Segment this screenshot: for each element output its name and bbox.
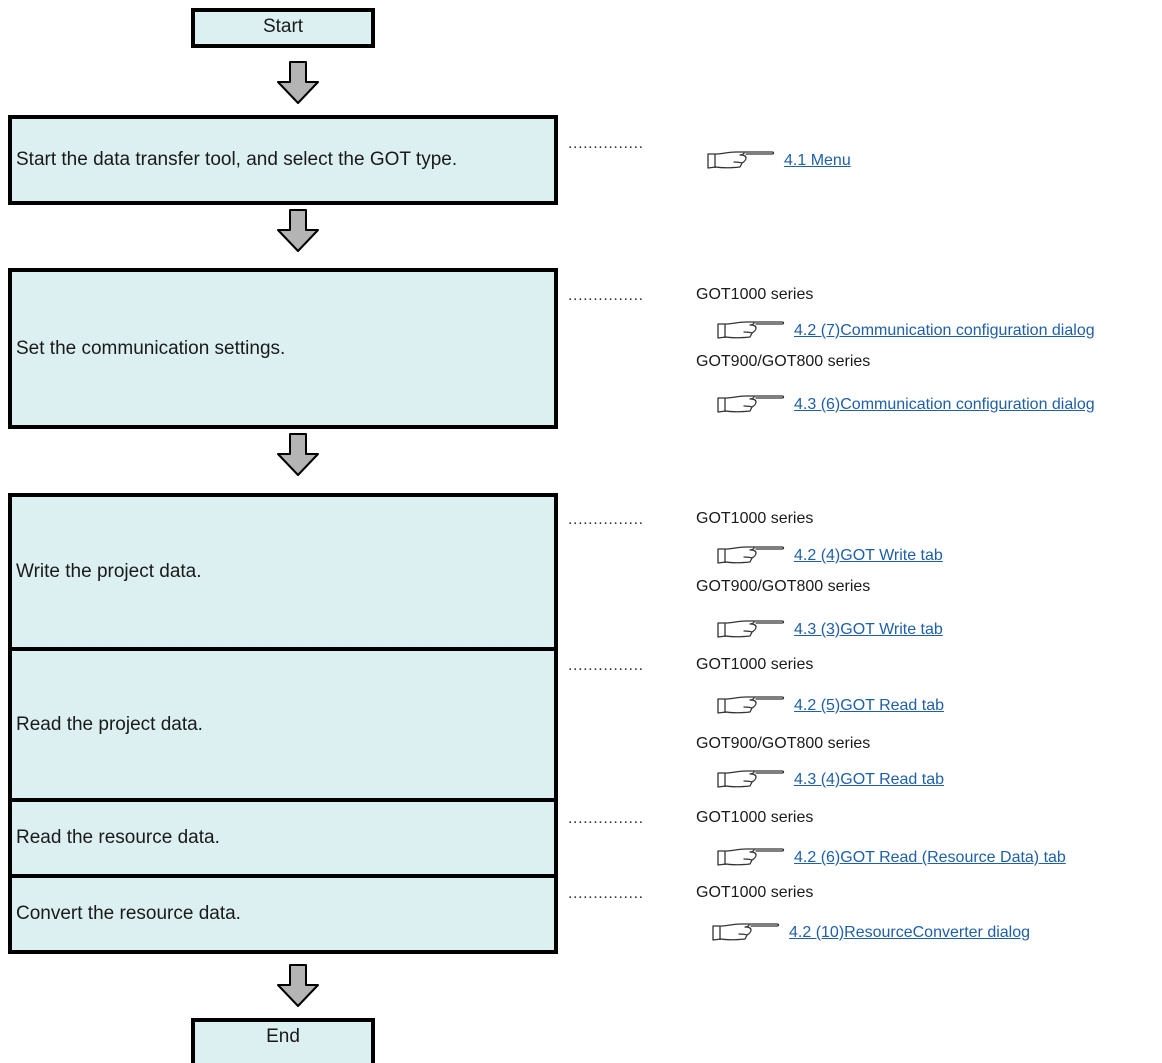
series-label: GOT1000 series [696, 884, 814, 901]
leader-dots: ............... [568, 511, 644, 528]
leader-dots: ............... [568, 135, 644, 152]
step-write-project-text: Write the project data. [16, 561, 202, 582]
leader-dots: ............... [568, 287, 644, 304]
link-write-got1000[interactable]: 4.2 (4)GOT Write tab [794, 547, 943, 564]
step-read-project-text: Read the project data. [16, 713, 203, 735]
link-read-got1000[interactable]: 4.2 (5)GOT Read tab [794, 697, 944, 714]
reference-read-resource: 4.2 (6)GOT Read (Resource Data) tab [716, 848, 1066, 868]
down-arrow-icon [275, 963, 321, 1009]
reference-write-got900: 4.3 (3)GOT Write tab [716, 620, 943, 640]
series-label: GOT900/GOT800 series [696, 578, 871, 595]
reference-comm-got900: 4.3 (6)Communication configuration dialo… [716, 395, 1095, 415]
link-write-got900[interactable]: 4.3 (3)GOT Write tab [794, 621, 943, 638]
link-menu[interactable]: 4.1 Menu [784, 152, 851, 169]
reference-read-got1000: 4.2 (5)GOT Read tab [716, 696, 944, 716]
step-start-tool: Start the data transfer tool, and select… [8, 115, 558, 205]
link-read-got900[interactable]: 4.3 (4)GOT Read tab [794, 771, 944, 788]
step-start-tool-text: Start the data transfer tool, and select… [16, 149, 458, 170]
pointing-hand-icon [716, 321, 786, 341]
pointing-hand-icon [706, 151, 776, 171]
step-read-resource: Read the resource data. [8, 798, 558, 878]
series-label: GOT900/GOT800 series [696, 353, 871, 370]
reference-read-got900: 4.3 (4)GOT Read tab [716, 770, 944, 790]
series-label: GOT1000 series [696, 510, 814, 527]
end-node: End [191, 1018, 375, 1063]
reference-write-got1000: 4.2 (4)GOT Write tab [716, 546, 943, 566]
down-arrow-icon [275, 432, 321, 478]
link-comm-got1000[interactable]: 4.2 (7)Communication configuration dialo… [794, 322, 1095, 339]
pointing-hand-icon [716, 770, 786, 790]
reference-convert-resource: 4.2 (10)ResourceConverter dialog [711, 923, 1030, 943]
reference-menu: 4.1 Menu [706, 151, 851, 171]
reference-comm-got1000: 4.2 (7)Communication configuration dialo… [716, 321, 1095, 341]
leader-dots: ............... [568, 885, 644, 902]
step-convert-resource-text: Convert the resource data. [16, 903, 241, 924]
pointing-hand-icon [711, 923, 781, 943]
step-read-resource-text: Read the resource data. [16, 827, 220, 848]
down-arrow-icon [275, 60, 321, 106]
leader-dots: ............... [568, 810, 644, 827]
down-arrow-icon [275, 208, 321, 254]
link-comm-got900[interactable]: 4.3 (6)Communication configuration dialo… [794, 396, 1095, 413]
link-read-resource[interactable]: 4.2 (6)GOT Read (Resource Data) tab [794, 849, 1066, 866]
pointing-hand-icon [716, 546, 786, 566]
series-label: GOT1000 series [696, 809, 814, 826]
series-label: GOT1000 series [696, 656, 814, 673]
step-read-project: Read the project data. [8, 647, 558, 802]
step-write-project: Write the project data. [8, 493, 558, 651]
step-convert-resource: Convert the resource data. [8, 874, 558, 954]
series-label: GOT1000 series [696, 286, 814, 303]
leader-dots: ............... [568, 657, 644, 674]
pointing-hand-icon [716, 848, 786, 868]
start-node: Start [191, 8, 375, 48]
pointing-hand-icon [716, 620, 786, 640]
series-label: GOT900/GOT800 series [696, 735, 871, 752]
step-communication: Set the communication settings. [8, 268, 558, 429]
link-convert-resource[interactable]: 4.2 (10)ResourceConverter dialog [789, 924, 1031, 941]
pointing-hand-icon [716, 696, 786, 716]
step-communication-text: Set the communication settings. [16, 337, 286, 359]
pointing-hand-icon [716, 395, 786, 415]
